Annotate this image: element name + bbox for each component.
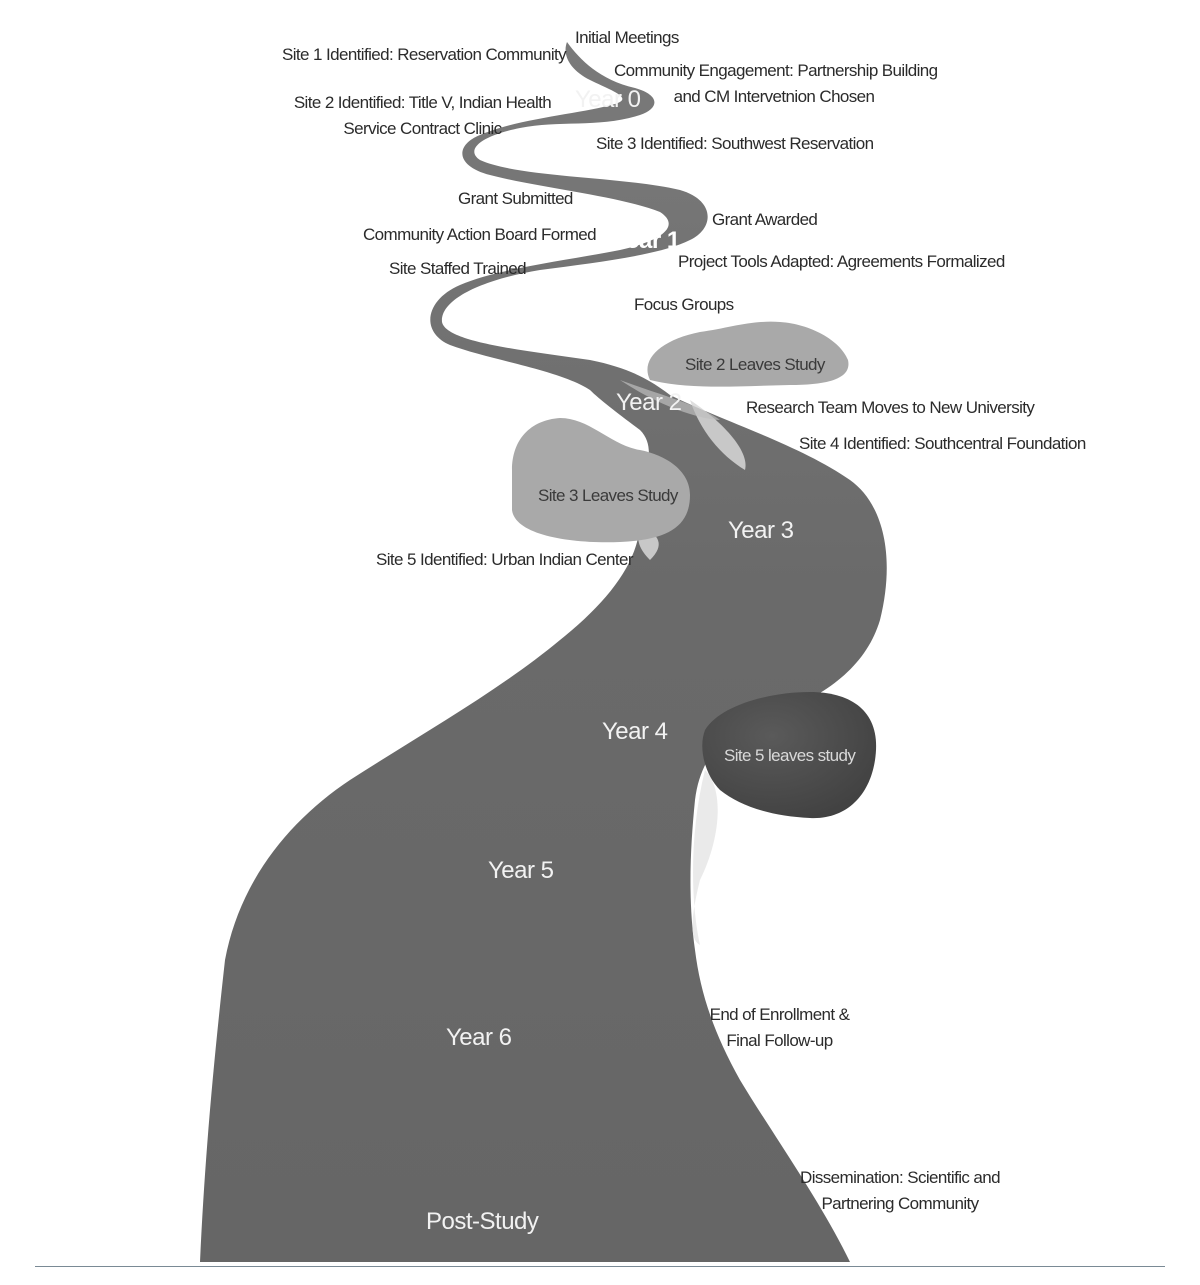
pond-site2 bbox=[647, 321, 849, 387]
year-1-label: Year 1 bbox=[612, 227, 680, 254]
event-end-enrollment: End of Enrollment & Final Follow-up bbox=[702, 1002, 857, 1054]
pond-site5 bbox=[702, 692, 877, 819]
event-cab-formed: Community Action Board Formed bbox=[363, 225, 597, 244]
river-highlight bbox=[620, 380, 720, 420]
site3-leaves-label: Site 3 Leaves Study bbox=[538, 486, 678, 505]
event-site2: Site 2 Identified: Title V, Indian Healt… bbox=[290, 90, 555, 142]
year-2-label: Year 2 bbox=[616, 389, 682, 416]
event-site2-line2: Service Contract Clinic bbox=[343, 119, 502, 138]
river-highlight bbox=[692, 770, 718, 945]
year-0-label: Year 0 bbox=[575, 86, 641, 113]
site5-leaves-label: Site 5 leaves study bbox=[724, 746, 856, 765]
bottom-divider bbox=[35, 1266, 1165, 1267]
year-5-label: Year 5 bbox=[488, 857, 554, 884]
event-dissemination-line2: Partnering Community bbox=[821, 1194, 979, 1213]
post-study-label: Post-Study bbox=[426, 1208, 539, 1235]
year-6-label: Year 6 bbox=[446, 1024, 512, 1051]
event-end-enrollment-line1: End of Enrollment & bbox=[709, 1005, 850, 1024]
year-3-label: Year 3 bbox=[728, 517, 794, 544]
event-site1: Site 1 Identified: Reservation Community bbox=[282, 45, 567, 64]
event-focus-groups: Focus Groups bbox=[634, 295, 734, 314]
event-initial-meetings: Initial Meetings bbox=[575, 28, 679, 47]
event-site4: Site 4 Identified: Southcentral Foundati… bbox=[799, 434, 1086, 453]
event-community-engagement-line1: Community Engagement: Partnership Buildi… bbox=[614, 61, 938, 80]
event-grant-awarded: Grant Awarded bbox=[712, 210, 818, 229]
event-end-enrollment-line2: Final Follow-up bbox=[726, 1031, 833, 1050]
year-4-label: Year 4 bbox=[602, 718, 668, 745]
event-site-staffed: Site Staffed Trained bbox=[389, 259, 527, 278]
event-site5: Site 5 Identified: Urban Indian Center bbox=[376, 550, 634, 569]
event-project-tools: Project Tools Adapted: Agreements Formal… bbox=[678, 252, 1005, 271]
event-site3: Site 3 Identified: Southwest Reservation bbox=[596, 134, 874, 153]
event-site2-line1: Site 2 Identified: Title V, Indian Healt… bbox=[293, 93, 552, 112]
pond-site3 bbox=[512, 418, 690, 543]
event-dissemination: Dissemination: Scientific and Partnering… bbox=[795, 1165, 1005, 1217]
event-research-team: Research Team Moves to New University bbox=[746, 398, 1035, 417]
event-community-engagement-line2: and CM Intervetnion Chosen bbox=[673, 87, 875, 106]
site2-leaves-label: Site 2 Leaves Study bbox=[685, 355, 825, 374]
event-community-engagement: Community Engagement: Partnership Buildi… bbox=[614, 58, 938, 110]
event-dissemination-line1: Dissemination: Scientific and bbox=[800, 1168, 1001, 1187]
river-path bbox=[200, 42, 887, 1262]
event-grant-submitted: Grant Submitted bbox=[458, 189, 573, 208]
